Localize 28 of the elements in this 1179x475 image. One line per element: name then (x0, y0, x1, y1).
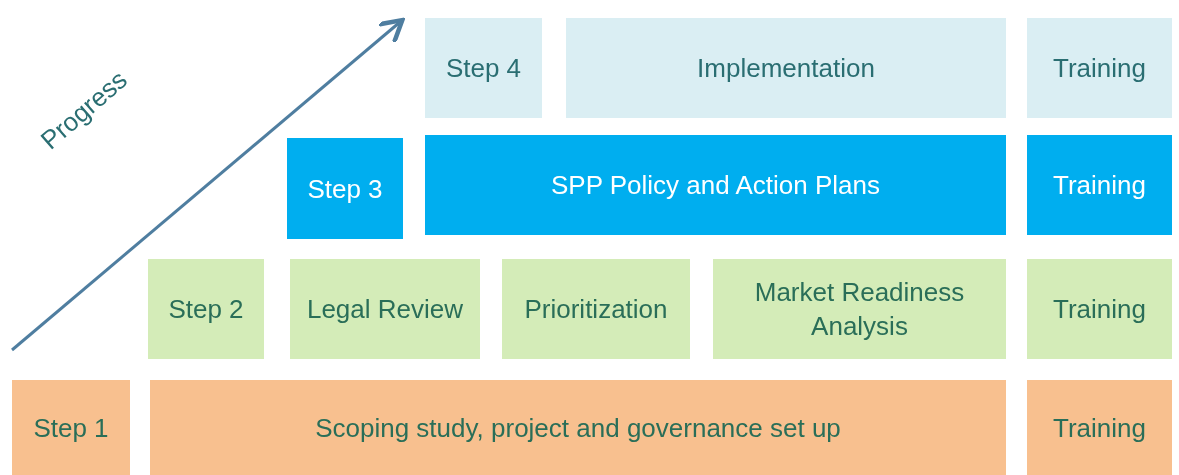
block-label: Step 3 (307, 172, 383, 206)
block-label: Implementation (697, 52, 875, 85)
step-block (1027, 380, 1172, 475)
step-block (566, 18, 1006, 118)
block-label: Training (1053, 52, 1146, 85)
block-label: Training (1053, 169, 1146, 202)
step-block (425, 18, 542, 118)
block-label: Step 1 (33, 411, 109, 445)
step-block (287, 138, 403, 239)
block-label: SPP Policy and Action Plans (550, 169, 881, 202)
step-block (150, 380, 1006, 475)
block-label: Step 4 (445, 52, 522, 85)
block-label: Scoping study, project and governance set up (315, 411, 841, 445)
block-label: Prioritization (524, 293, 668, 326)
step-block (148, 259, 264, 359)
step-block (1027, 259, 1172, 359)
step-block (12, 380, 130, 475)
step-block (1027, 18, 1172, 118)
block-label: Training (1053, 293, 1146, 326)
step-block (425, 135, 1006, 235)
block-label: Legal Review (306, 293, 464, 326)
block-label: Market Readiness Analysis (753, 276, 966, 343)
step-block (713, 259, 1006, 359)
block-label: Training (1053, 411, 1146, 445)
step-block (1027, 135, 1172, 235)
step-block (502, 259, 690, 359)
block-label: Step 2 (168, 293, 244, 326)
step-block (290, 259, 480, 359)
